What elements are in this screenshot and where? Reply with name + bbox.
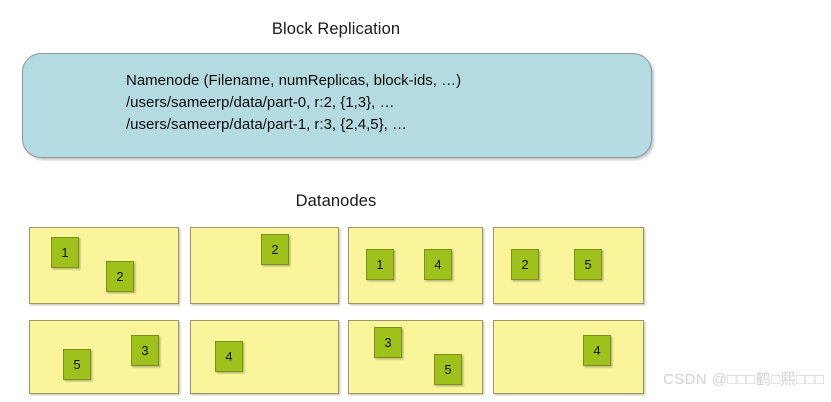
block-replica: 3 [374,327,402,358]
datanodes-section-title: Datanodes [295,192,377,210]
block-replica: 4 [215,341,243,372]
namenode-metadata-text: Namenode (Filename, numReplicas, block-i… [126,70,461,136]
block-replica: 5 [63,349,91,380]
block-replica: 2 [261,234,289,265]
namenode-line-3: /users/sameerp/data/part-1, r:3, {2,4,5}… [126,116,407,133]
namenode-panel: Namenode (Filename, numReplicas, block-i… [22,53,652,158]
datanode-6: 4 [190,320,339,394]
block-replica: 1 [366,249,394,280]
block-replica: 1 [51,237,79,268]
namenode-line-1: Namenode (Filename, numReplicas, block-i… [126,72,462,89]
block-replica: 5 [574,249,602,280]
block-replica: 4 [583,335,611,366]
block-replica: 4 [424,249,452,280]
block-replica: 3 [131,335,159,366]
datanode-8: 4 [493,320,644,394]
csdn-watermark: CSDN @□□□鹤□熙□□□ [663,371,825,388]
namenode-line-2: /users/sameerp/data/part-0, r:2, {1,3}, … [126,94,395,111]
datanode-2: 2 [190,227,339,304]
page-title: Block Replication [271,20,401,38]
block-replica: 2 [106,261,134,292]
block-replica: 2 [511,249,539,280]
block-replica: 5 [434,354,462,385]
